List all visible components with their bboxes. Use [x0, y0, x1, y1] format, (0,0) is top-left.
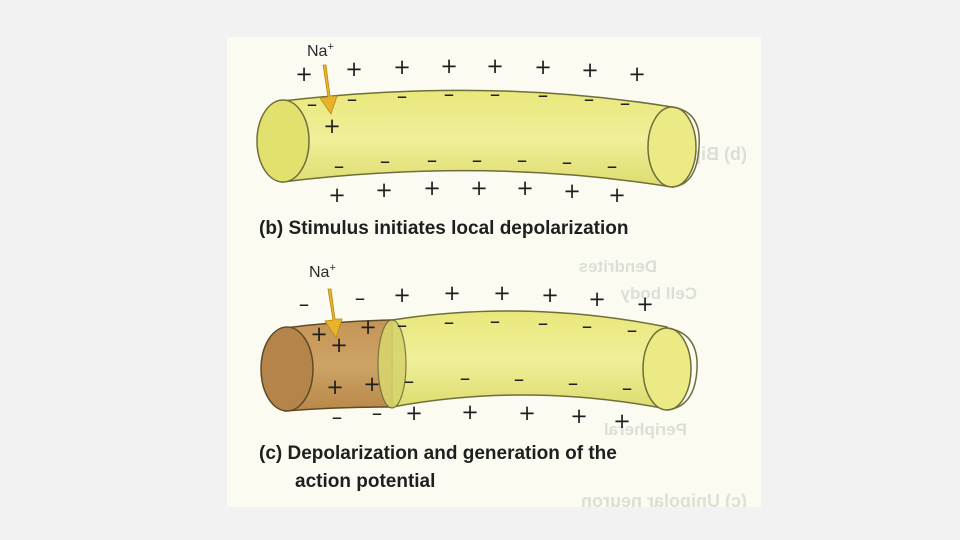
- charge-minus: –: [444, 310, 455, 334]
- charge-plus: +: [628, 62, 646, 86]
- charge-minus: –: [622, 376, 633, 400]
- charge-minus: –: [380, 149, 391, 173]
- sodium-ion-label-b: Na+: [307, 41, 334, 60]
- charge-plus: +: [345, 57, 363, 81]
- charge-plus: +: [375, 178, 393, 202]
- charge-plus: +: [330, 333, 348, 357]
- charge-minus: –: [404, 369, 415, 393]
- caption-panel-b: (b) Stimulus initiates local depolarizat…: [259, 218, 629, 239]
- caption-panel-c-line1: (c) Depolarization and generation of the: [259, 443, 617, 464]
- charge-minus: –: [299, 292, 310, 316]
- charge-plus: +: [588, 287, 606, 311]
- charge-plus: +: [423, 176, 441, 200]
- charge-minus: –: [562, 150, 573, 174]
- charge-plus: +: [461, 400, 479, 424]
- charge-minus: –: [582, 314, 593, 338]
- panel-b-outside-top-charges: + + + + + + + +: [295, 54, 646, 86]
- charge-plus: +: [570, 404, 588, 428]
- charge-plus: +: [359, 315, 377, 339]
- charge-plus: +: [443, 281, 461, 305]
- charge-plus: +: [563, 179, 581, 203]
- charge-minus: –: [538, 311, 549, 335]
- charge-minus: –: [538, 83, 549, 107]
- charge-plus: +: [440, 54, 458, 78]
- svg-text:Cell body: Cell body: [620, 284, 697, 303]
- charge-minus: –: [568, 371, 579, 395]
- charge-minus: –: [427, 148, 438, 172]
- charge-minus: –: [460, 366, 471, 390]
- axon-left-end: [256, 99, 310, 183]
- charge-minus: –: [372, 401, 383, 425]
- charge-minus: –: [347, 87, 358, 111]
- charge-minus: –: [620, 91, 631, 115]
- sodium-influx-arrow-c: [324, 288, 343, 339]
- charge-minus: –: [517, 148, 528, 172]
- charge-plus: +: [613, 409, 631, 433]
- svg-text:Peripheral: Peripheral: [604, 420, 687, 439]
- charge-plus: +: [534, 55, 552, 79]
- panel-c-inside-charges: + + + + + – – – – – – – – – – –: [310, 309, 637, 400]
- charge-plus: +: [393, 283, 411, 307]
- charge-minus: –: [397, 313, 408, 337]
- charge-plus: +: [518, 401, 536, 425]
- charge-minus: –: [627, 318, 638, 342]
- charge-minus: –: [490, 309, 501, 333]
- panel-b-inside-bottom-charges: – – – – – – –: [334, 148, 618, 178]
- charge-minus: –: [444, 82, 455, 106]
- charge-plus: +: [541, 283, 559, 307]
- charge-minus: –: [584, 87, 595, 111]
- charge-minus: –: [514, 367, 525, 391]
- charge-plus: +: [393, 55, 411, 79]
- charge-minus: –: [332, 405, 343, 429]
- charge-minus: –: [607, 154, 618, 178]
- charge-minus: –: [355, 286, 366, 310]
- sodium-influx-arrow-b: [319, 64, 338, 115]
- panel-b-inside-top-charges: – – – – – – – –: [307, 82, 631, 116]
- charge-plus: +: [636, 292, 654, 316]
- charge-plus: +: [470, 176, 488, 200]
- charge-plus: +: [328, 183, 346, 207]
- charge-plus: +: [581, 58, 599, 82]
- influx-charge-plus: +: [323, 114, 341, 138]
- charge-plus: +: [363, 372, 381, 396]
- sodium-ion-label-c: Na+: [309, 262, 336, 281]
- axon-right-end: [647, 106, 697, 188]
- charge-plus: +: [310, 322, 328, 346]
- neuron-figure: Dendrite (b) Bipolar neuron Dendrites Ce…: [227, 37, 761, 507]
- charge-plus: +: [608, 183, 626, 207]
- svg-text:(c) Unipolar neuron: (c) Unipolar neuron: [581, 491, 747, 507]
- panel-b-outside-bottom-charges: + + + + + + +: [328, 176, 626, 207]
- panel-b-axon: [256, 89, 700, 188]
- svg-text:Dendrites: Dendrites: [579, 257, 657, 276]
- charge-minus: –: [334, 154, 345, 178]
- charge-minus: –: [472, 148, 483, 172]
- charge-plus: +: [493, 281, 511, 305]
- caption-panel-c-line2: action potential: [295, 471, 436, 492]
- charge-minus: –: [307, 92, 318, 116]
- charge-minus: –: [490, 82, 501, 106]
- charge-plus: +: [295, 62, 313, 86]
- charge-plus: +: [486, 54, 504, 78]
- axon-left-end: [260, 326, 314, 412]
- charge-plus: +: [516, 176, 534, 200]
- panel-c-outside-top-charges: – – + + + + + +: [299, 281, 654, 316]
- charge-plus: +: [326, 375, 344, 399]
- panel-c-axon: [260, 310, 698, 412]
- diagram-canvas: Dendrite (b) Bipolar neuron Dendrites Ce…: [256, 41, 747, 507]
- charge-plus: +: [405, 401, 423, 425]
- panel-c-outside-bottom-charges: – – + + + + +: [332, 400, 631, 433]
- charge-minus: –: [397, 84, 408, 108]
